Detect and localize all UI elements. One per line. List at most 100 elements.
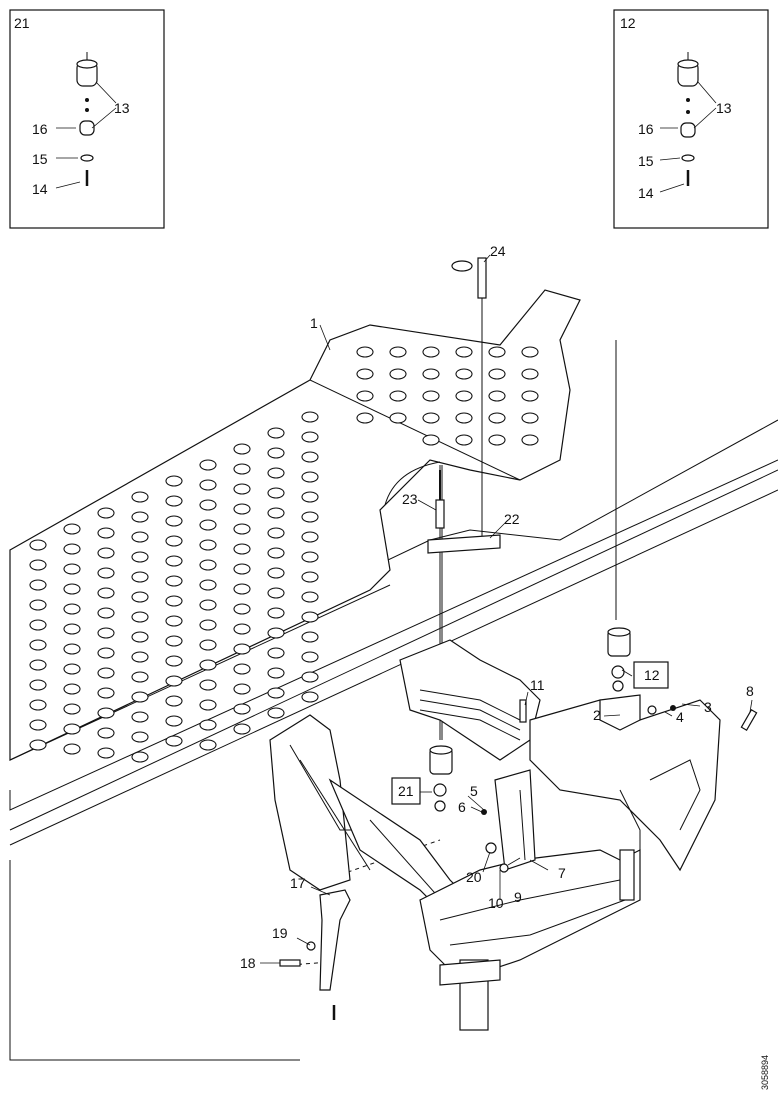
floor-hole	[131, 611, 149, 623]
inset-12-callout-14: 14	[638, 185, 654, 201]
floor-hole	[63, 543, 81, 555]
hatch-hole	[455, 434, 473, 446]
floor-hole	[131, 671, 149, 683]
floor-hole	[63, 643, 81, 655]
hatch-hole	[356, 368, 374, 380]
floor-hole	[199, 519, 217, 531]
hatch-hole	[422, 390, 440, 402]
floor-hole	[165, 595, 183, 607]
floor-hole	[267, 487, 285, 499]
floor-hole	[267, 647, 285, 659]
hatch-hole	[455, 368, 473, 380]
hatch-hole	[389, 368, 407, 380]
callout-6a: 6	[458, 799, 466, 815]
floor-hole	[165, 675, 183, 687]
hatch-hole	[521, 368, 539, 380]
box-ref-12: 12	[633, 661, 669, 689]
floor-hole	[267, 567, 285, 579]
floor-hole	[301, 551, 319, 563]
floor-hole	[29, 659, 47, 671]
floor-hole	[233, 463, 251, 475]
floor-hole	[301, 651, 319, 663]
floor-hole	[267, 527, 285, 539]
callout-labels: 1 2 3 4 5 6 7 8 9 10 11 17 18 19 20 22 2…	[240, 243, 754, 971]
floor-hole	[97, 707, 115, 719]
inset-21-callout-14: 14	[32, 181, 48, 197]
floor-hole	[63, 623, 81, 635]
floor-hole	[301, 511, 319, 523]
hatch-hole	[521, 346, 539, 358]
leader-lines	[260, 254, 753, 964]
floor-hole	[63, 663, 81, 675]
floor-hole	[165, 495, 183, 507]
floor-hole	[233, 623, 251, 635]
floor-hole	[131, 711, 149, 723]
floor-hole	[131, 571, 149, 583]
floor-hole	[131, 731, 149, 743]
hatch-hole	[488, 434, 506, 446]
floor-hole	[165, 655, 183, 667]
floor-hole	[97, 507, 115, 519]
floor-hole	[301, 491, 319, 503]
hatch-hole	[455, 412, 473, 424]
callout-18: 18	[240, 955, 256, 971]
hatch-hole	[488, 368, 506, 380]
floor-hole	[29, 599, 47, 611]
hatch-hole	[455, 390, 473, 402]
floor-hole	[199, 579, 217, 591]
floor-hole	[301, 691, 319, 703]
hatch-hole	[356, 412, 374, 424]
floor-hole	[233, 683, 251, 695]
floor-hole	[199, 659, 217, 671]
callout-4: 4	[676, 709, 684, 725]
floor-hole	[165, 555, 183, 567]
floor-hole	[63, 743, 81, 755]
floor-hole	[29, 719, 47, 731]
floor-hole	[131, 591, 149, 603]
floor-hole	[233, 723, 251, 735]
hatch-hole	[389, 390, 407, 402]
inset-21-callout-16: 16	[32, 121, 48, 137]
rubber-mounts	[429, 627, 631, 812]
floor-hole	[267, 607, 285, 619]
hatch-hole	[521, 412, 539, 424]
floor-hole	[233, 583, 251, 595]
floor-hole	[233, 603, 251, 615]
floor-hole	[63, 583, 81, 595]
callout-8: 8	[746, 683, 754, 699]
floor-hole	[97, 667, 115, 679]
floor-hole	[233, 563, 251, 575]
floor-hole	[301, 531, 319, 543]
callout-3: 3	[704, 699, 712, 715]
floor-hole	[63, 603, 81, 615]
callout-19: 19	[272, 925, 288, 941]
box-ref-21-text: 21	[398, 783, 414, 799]
floor-hole	[301, 611, 319, 623]
floor-hole	[63, 683, 81, 695]
floor-hole	[267, 547, 285, 559]
floor-hole	[29, 699, 47, 711]
floor-hole	[301, 431, 319, 443]
floor-hole	[267, 667, 285, 679]
floor-hole	[97, 727, 115, 739]
floor-hole	[165, 575, 183, 587]
floor-hole	[63, 523, 81, 535]
floor-hole	[233, 543, 251, 555]
floor-hole	[63, 703, 81, 715]
floor-hole	[199, 459, 217, 471]
box-ref-12-text: 12	[644, 667, 660, 683]
latch-parts	[427, 257, 501, 554]
floor-hole	[131, 531, 149, 543]
floor-hole	[267, 627, 285, 639]
inset-12: 12 13 16 15 14	[613, 9, 769, 229]
floor-hole	[29, 539, 47, 551]
floor-hole	[233, 703, 251, 715]
floor-hole	[97, 567, 115, 579]
floor-hole	[233, 643, 251, 655]
hatch-hole	[455, 346, 473, 358]
callout-1: 1	[310, 315, 318, 331]
floor-hole	[131, 691, 149, 703]
inset-12-callout-15: 15	[638, 153, 654, 169]
hatch-hole	[521, 390, 539, 402]
floor-hole	[131, 651, 149, 663]
